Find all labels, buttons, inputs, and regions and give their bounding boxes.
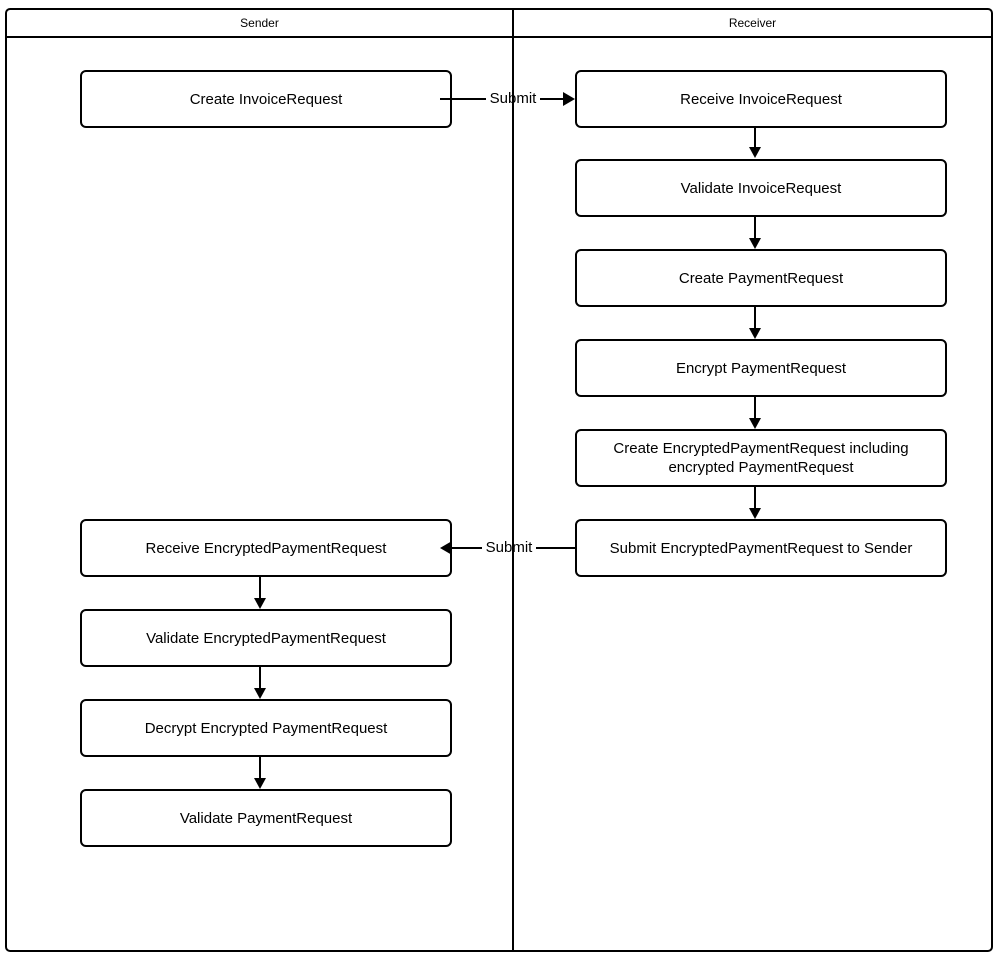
node-encrypt-paymentrequest: Encrypt PaymentRequest <box>575 339 947 397</box>
connector-sender-3-arrowhead-icon <box>254 778 266 789</box>
connector-receiver-2-arrowhead-icon <box>749 238 761 249</box>
edge-submit-payment-label: Submit <box>485 539 533 556</box>
node-create-paymentrequest: Create PaymentRequest <box>575 249 947 307</box>
edge-submit-invoice-line-right <box>540 98 563 100</box>
connector-sender-1-line <box>259 577 261 599</box>
node-validate-paymentrequest: Validate PaymentRequest <box>80 789 452 847</box>
edge-submit-payment-line-left <box>452 547 482 549</box>
connector-receiver-1-line <box>754 128 756 148</box>
connector-sender-2-arrowhead-icon <box>254 688 266 699</box>
connector-sender-1-arrowhead-icon <box>254 598 266 609</box>
edge-submit-payment-arrowhead-icon <box>440 541 452 555</box>
connector-sender-3-line <box>259 757 261 779</box>
connector-receiver-5-line <box>754 487 756 509</box>
connector-receiver-1-arrowhead-icon <box>749 147 761 158</box>
edge-submit-payment-line-right <box>536 547 575 549</box>
connector-receiver-3-arrowhead-icon <box>749 328 761 339</box>
edge-submit-invoice-arrowhead-icon <box>563 92 575 106</box>
edge-submit-invoice-line-left <box>440 98 486 100</box>
lane-title-receiver: Receiver <box>728 16 777 30</box>
node-create-invoicerequest: Create InvoiceRequest <box>80 70 452 128</box>
header-divider-line <box>5 36 993 38</box>
connector-receiver-2-line <box>754 217 756 239</box>
node-receive-invoicerequest: Receive InvoiceRequest <box>575 70 947 128</box>
node-submit-encryptedpaymentrequest: Submit EncryptedPaymentRequest to Sender <box>575 519 947 577</box>
lane-title-sender: Sender <box>240 16 279 30</box>
lane-divider-line <box>512 8 514 952</box>
node-validate-invoicerequest: Validate InvoiceRequest <box>575 159 947 217</box>
node-decrypt-encrypted-paymentrequest: Decrypt Encrypted PaymentRequest <box>80 699 452 757</box>
connector-sender-2-line <box>259 667 261 689</box>
connector-receiver-5-arrowhead-icon <box>749 508 761 519</box>
connector-receiver-4-arrowhead-icon <box>749 418 761 429</box>
diagram-frame <box>5 8 993 952</box>
connector-receiver-4-line <box>754 397 756 419</box>
edge-submit-invoice-label: Submit <box>489 90 537 107</box>
node-receive-encryptedpaymentrequest: Receive EncryptedPaymentRequest <box>80 519 452 577</box>
connector-receiver-3-line <box>754 307 756 329</box>
node-validate-encryptedpaymentrequest: Validate EncryptedPaymentRequest <box>80 609 452 667</box>
node-create-encryptedpaymentrequest: Create EncryptedPaymentRequest including… <box>575 429 947 487</box>
